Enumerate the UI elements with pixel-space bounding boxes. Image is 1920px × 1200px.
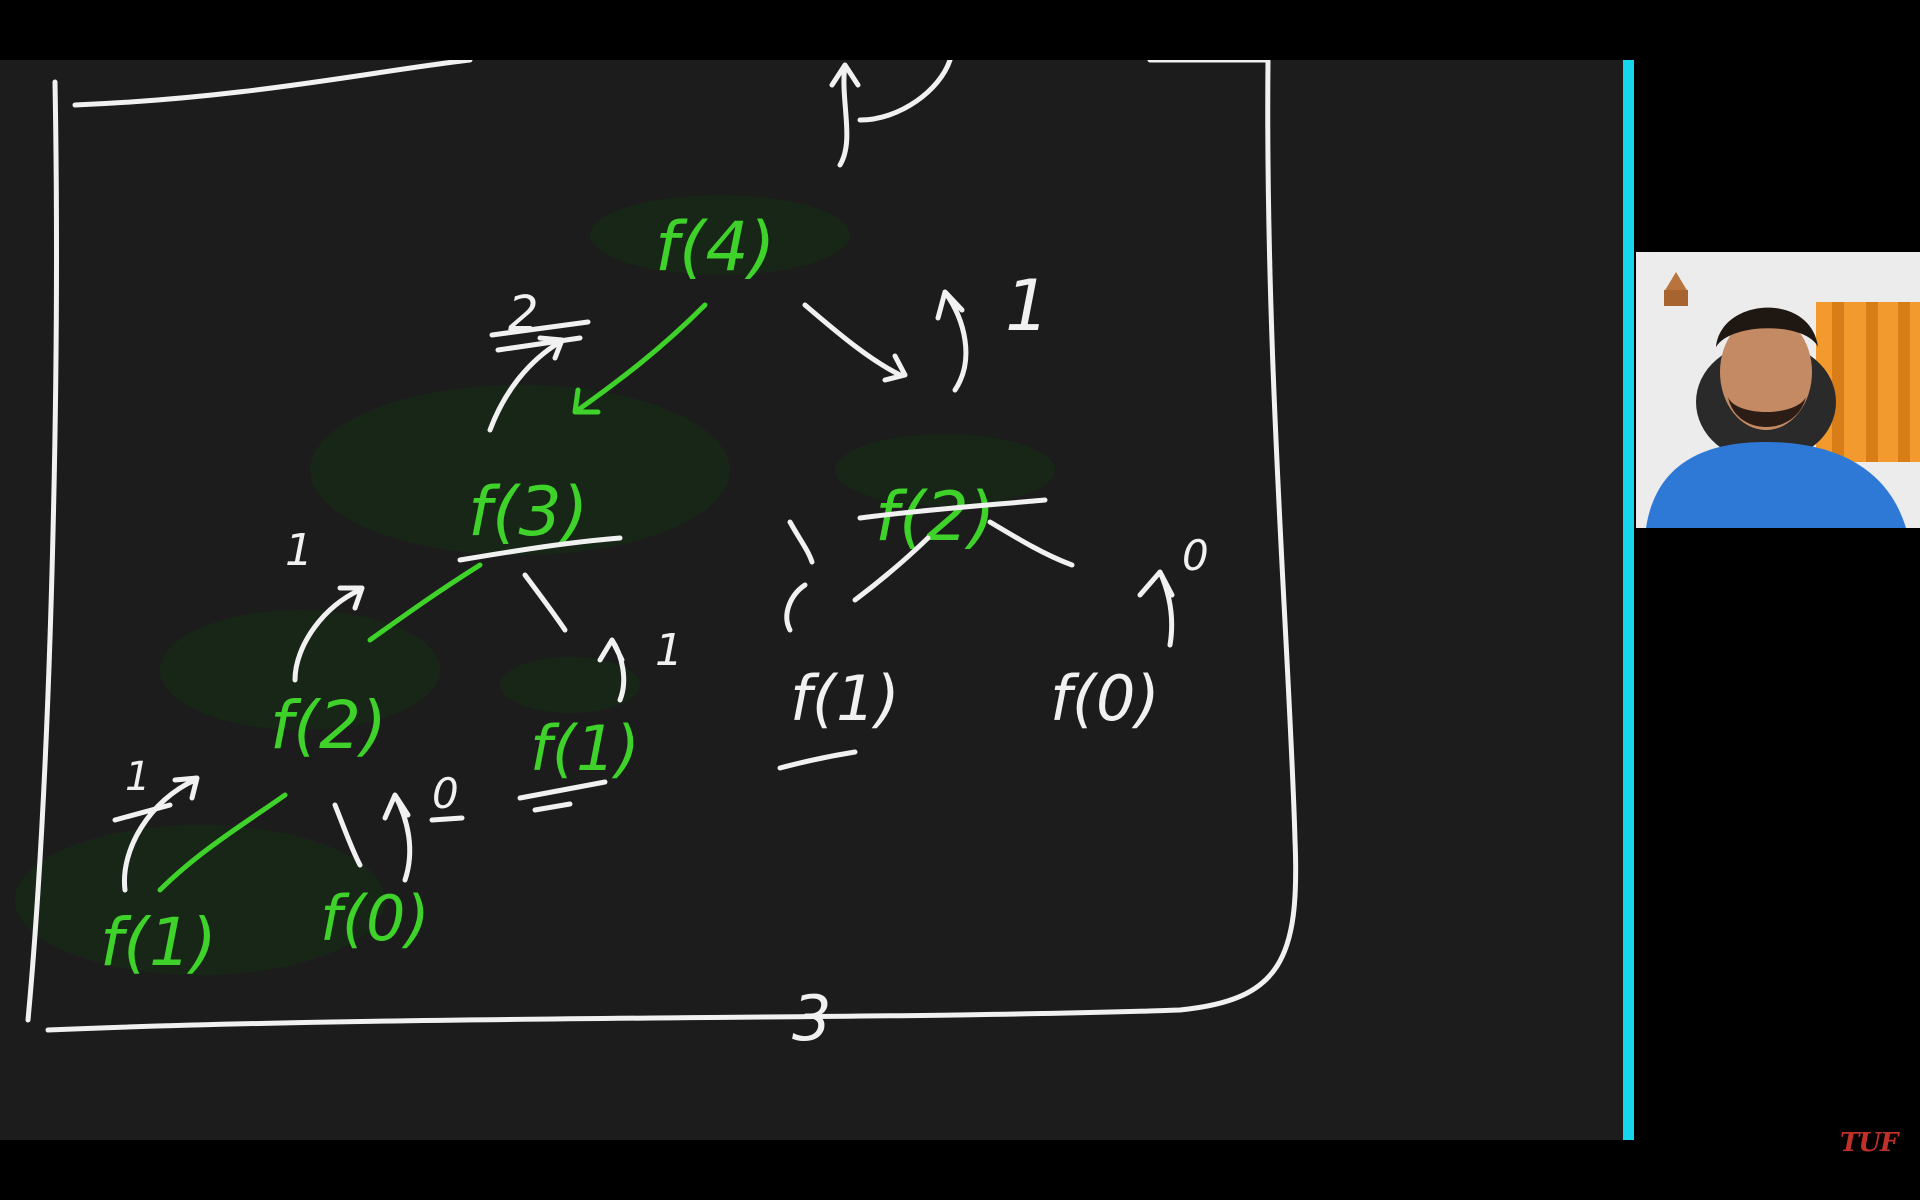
label-return-f1-leafleft: 1	[125, 754, 150, 800]
label-return-f2-left: 1	[285, 525, 313, 576]
return-arrow-f3	[487, 335, 565, 433]
label-bottom-result: 3	[792, 982, 831, 1055]
underline-f1-mid	[517, 779, 608, 813]
highlight-scribbles	[15, 195, 1055, 975]
underline-return-f0-leafleft	[429, 815, 465, 823]
label-return-f2-right: 1	[1005, 265, 1050, 347]
person-webcam-icon	[1636, 252, 1920, 528]
webcam-feed	[1636, 252, 1920, 528]
edge-f3-f2left	[367, 562, 483, 643]
return-arrow-f0-leafleft	[382, 792, 413, 883]
panel-divider	[1623, 60, 1634, 1140]
edge-f4-f3	[575, 302, 708, 413]
node-f1-leafleft: f(1)	[100, 904, 217, 981]
edge-f2right-f1right	[852, 535, 931, 603]
node-f2-left: f(2)	[270, 687, 387, 764]
return-arrow-f1-mid	[597, 637, 627, 703]
label-return-f1-mid: 1	[655, 625, 683, 676]
return-arrow-f0-right	[1137, 569, 1175, 648]
node-f2-right: f(2)	[875, 478, 995, 557]
underline-return-f1-leafleft	[112, 802, 173, 823]
underline-f3	[457, 535, 623, 563]
node-f4: f(4)	[655, 208, 775, 287]
node-f0-right: f(0)	[1050, 662, 1160, 735]
return-arrow-f1-leafleft	[121, 775, 200, 893]
edge-f4-f3-arrowhead	[572, 387, 601, 415]
node-f0-leafleft: f(0)	[320, 882, 430, 955]
board-frame	[25, 60, 1299, 1033]
edge-f4-f2right	[802, 302, 908, 383]
label-return-f0-right: 0	[1182, 531, 1209, 580]
underline-f2-right	[857, 497, 1048, 521]
node-f1-mid: f(1)	[530, 712, 640, 785]
underline-return-f3	[489, 319, 591, 353]
node-f1-right: f(1)	[790, 662, 900, 735]
node-f3: f(3)	[468, 473, 588, 552]
edge-f2left-f0leaf	[332, 802, 363, 868]
return-arrow-f1-right	[784, 519, 815, 633]
tuf-watermark: TUF	[1840, 1128, 1898, 1158]
label-return-f0-leafleft: 0	[432, 769, 459, 818]
whiteboard-canvas: f(4) 1 2 f(3) 1 f(2) f(	[0, 60, 1623, 1140]
return-arrow-f2-right	[935, 289, 969, 393]
edge-f3-f1mid	[522, 572, 568, 633]
underline-f1-right	[777, 749, 858, 771]
edge-f2right-f0right	[987, 519, 1075, 568]
whiteboard-drawing: f(4) 1 2 f(3) 1 f(2) f(	[15, 60, 1299, 1055]
return-arrow-f2-left	[292, 585, 365, 683]
edge-f2left-f1leaf	[157, 792, 288, 893]
arrow-up-f4	[829, 60, 953, 168]
